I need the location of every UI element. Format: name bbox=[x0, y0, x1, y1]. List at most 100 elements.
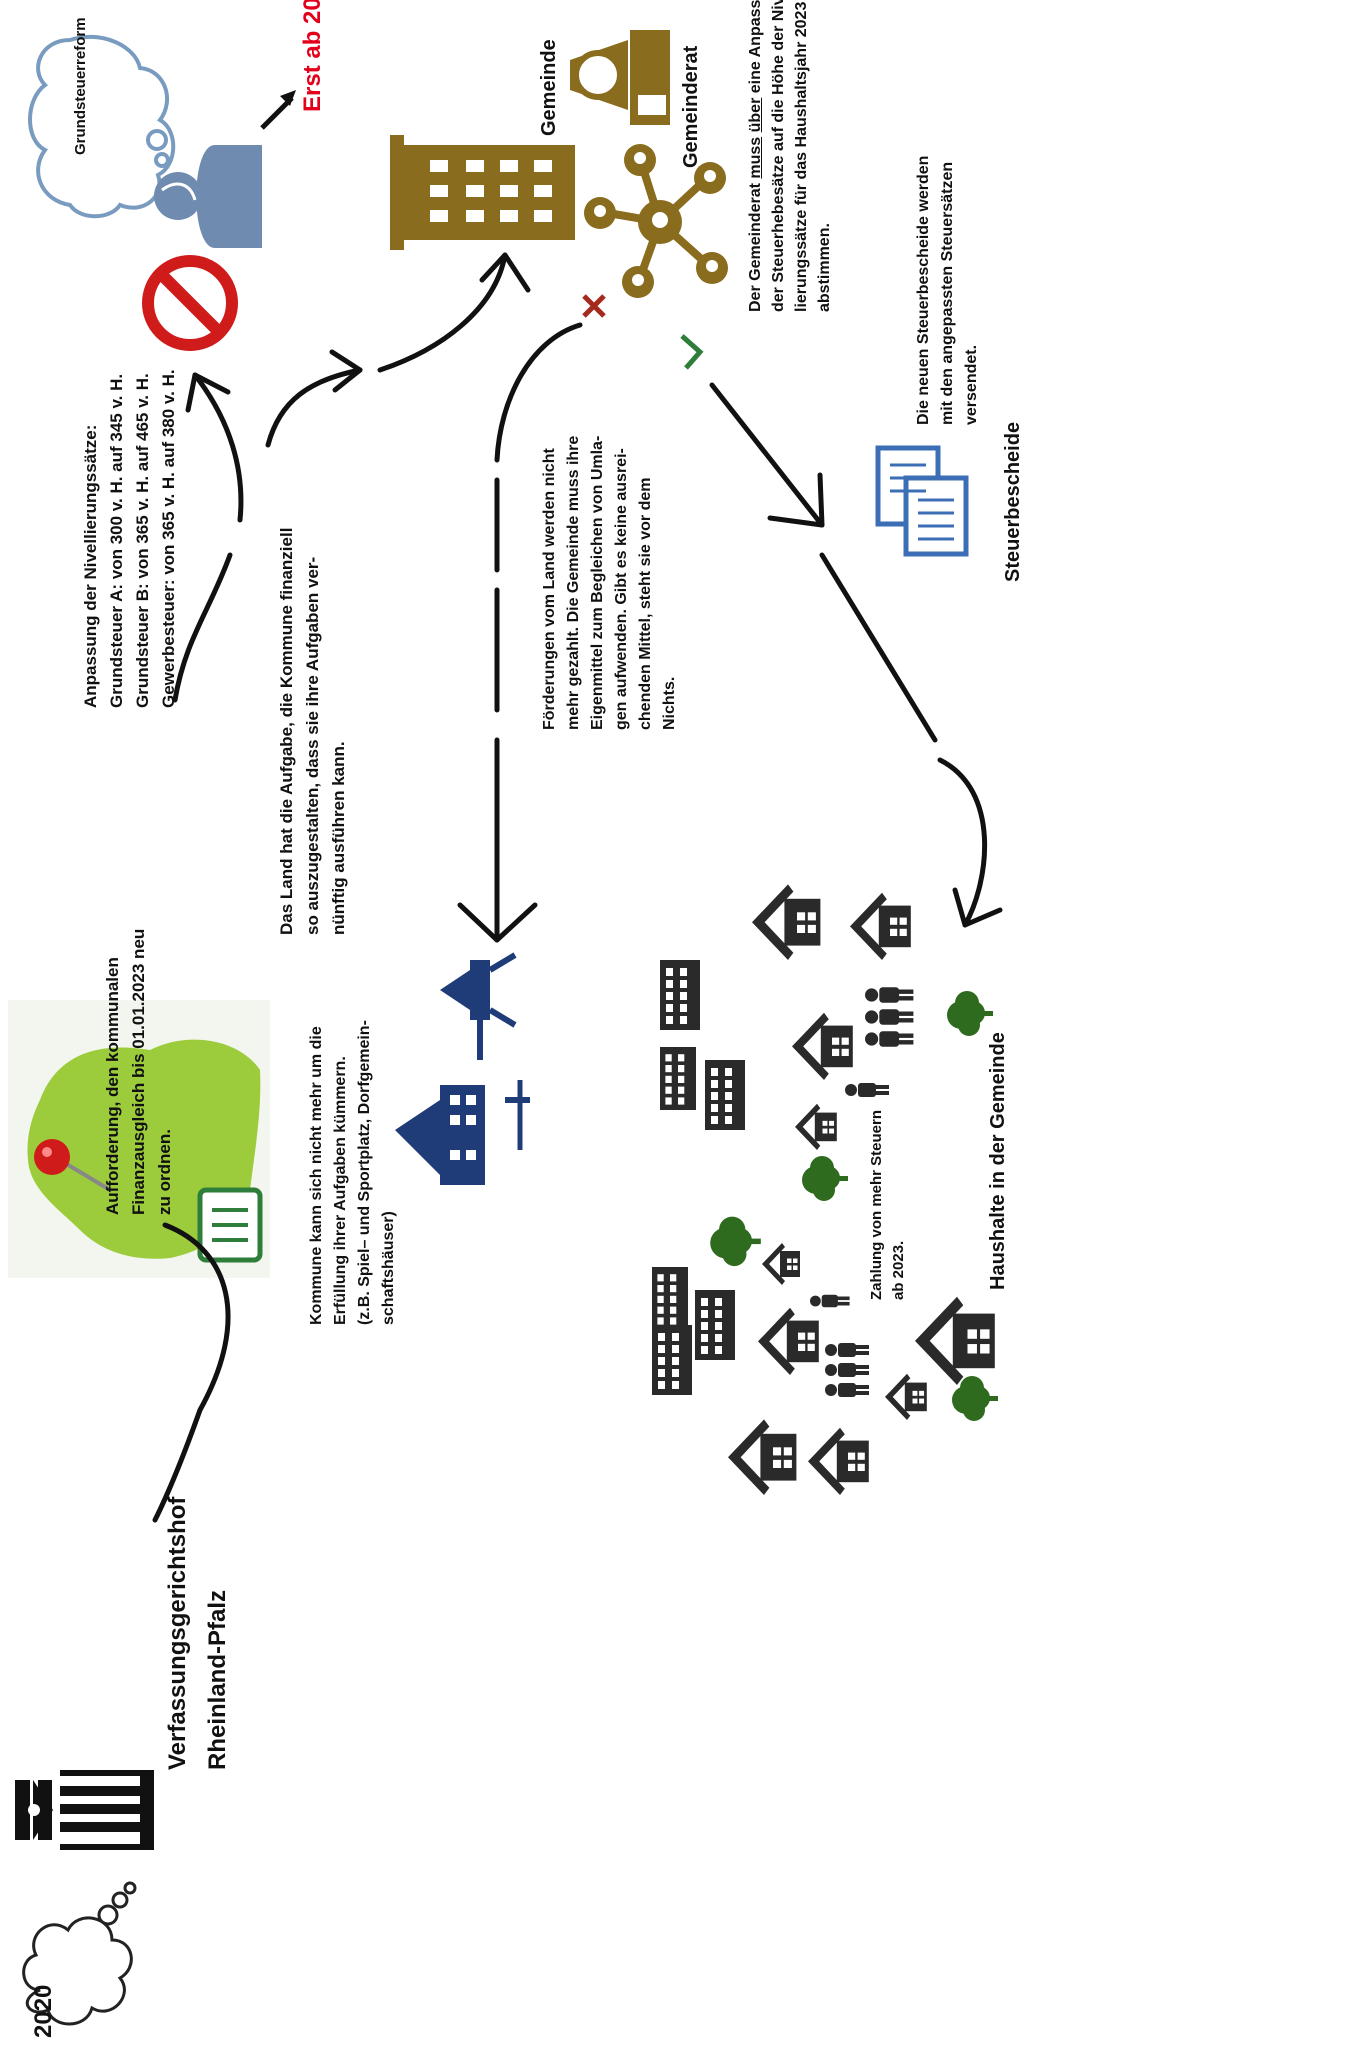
steuerbescheide-info-line: mit den angepassten Steuersätzen bbox=[939, 161, 956, 425]
haushalte-text: Haushalte in der Gemeinde bbox=[987, 1032, 1009, 1290]
house-icon bbox=[752, 884, 821, 960]
house-icon bbox=[728, 1419, 797, 1495]
house-icon bbox=[850, 892, 911, 960]
thought-cloud-icon bbox=[22, 1881, 137, 2026]
gemeinde-label: Gemeinde bbox=[536, 39, 562, 136]
zahlung-line: Zahlung von mehr Steuern bbox=[868, 1109, 885, 1300]
nivellierung-line: Gewerbesteuer: von 365 v. H. auf 380 v. … bbox=[159, 369, 178, 708]
network-people-icon bbox=[584, 144, 728, 298]
house-icon bbox=[795, 1103, 837, 1150]
courthouse-icon bbox=[15, 1770, 154, 1850]
person-bust-icon bbox=[154, 145, 262, 248]
gemeinderat-vote-text: Der Gemeinderat muss über eine Anpassung… bbox=[744, 0, 836, 312]
year-label: 2020 bbox=[28, 1985, 60, 2038]
court-line1: Verfassungsgerichtshof bbox=[164, 1496, 191, 1770]
people-icon bbox=[865, 1009, 914, 1025]
arrow-mid bbox=[265, 367, 363, 448]
gemeinderat-vote-line: der Steuerhebesätze auf die Höhe der Niv… bbox=[770, 0, 787, 312]
kommune-line: schaftshäuser) bbox=[380, 1211, 397, 1325]
steuerbescheide-info-line: versendet. bbox=[963, 344, 980, 425]
land-task-text: Das Land hat die Aufgabe, die Kommune fi… bbox=[274, 528, 352, 935]
foerderung-line: Nichts. bbox=[661, 676, 678, 730]
clipboard-icon bbox=[197, 1187, 263, 1263]
erst-ab-label: Erst ab 2025 bbox=[299, 0, 326, 112]
reform-cloud-label: Grundsteuerreform bbox=[68, 17, 94, 155]
council-member-icon bbox=[570, 30, 670, 125]
land-task-line: so auszugestalten, dass sie ihre Aufgabe… bbox=[303, 556, 322, 935]
reform-cloud-icon bbox=[28, 34, 176, 219]
house-icon bbox=[762, 1243, 800, 1285]
apartment-icon bbox=[660, 1047, 696, 1110]
apartment-icon bbox=[660, 960, 700, 1030]
nivellierung-line: Anpassung der Nivellierungssätze: bbox=[81, 424, 100, 708]
court-line2: Rheinland-Pfalz bbox=[204, 1589, 231, 1770]
court-demand-text: Aufforderung, den kommunalen Finanzausgl… bbox=[100, 929, 178, 1215]
people-icon bbox=[825, 1383, 869, 1397]
arrow-steuerbescheide bbox=[709, 382, 825, 528]
tree-icon bbox=[710, 1216, 761, 1267]
land-task-line: nünftig ausführen kann. bbox=[329, 741, 348, 935]
house-icon bbox=[885, 1373, 927, 1420]
house-icon bbox=[915, 1296, 995, 1385]
haushalte-label: Haushalte in der Gemeinde bbox=[985, 1032, 1011, 1290]
kommune-line: (z.B. Spiel– und Sportplatz, Dorfgemein- bbox=[356, 1020, 373, 1325]
zahlung-line: ab 2023. bbox=[890, 1240, 907, 1300]
kommune-line: Kommune kann sich nicht mehr um die bbox=[308, 1026, 325, 1325]
check-icon bbox=[680, 334, 704, 370]
apartment-icon bbox=[652, 1267, 688, 1330]
foerderung-line: Eigenmittel zum Begleichen von Umla- bbox=[589, 435, 606, 730]
court-demand-line: Finanzausgleich bis 01.01.2023 neu bbox=[129, 928, 148, 1215]
foerderung-line: chenden Mittel, steht sie vor dem bbox=[637, 477, 654, 731]
arrow-prohibition bbox=[192, 372, 244, 523]
foerderung-text: Förderungen vom Land werden nicht mehr g… bbox=[538, 436, 682, 730]
apartment-icon bbox=[695, 1290, 735, 1360]
arrow-erst-ab bbox=[260, 90, 296, 130]
arrow-court bbox=[152, 1222, 231, 1523]
gemeinderat-vote-line: Der Gemeinderat muss über eine Anpassung bbox=[747, 0, 764, 312]
apartment-icon bbox=[652, 1325, 692, 1395]
cross-icon bbox=[582, 294, 606, 318]
prohibition-icon bbox=[142, 255, 238, 351]
house-icon bbox=[792, 1012, 853, 1080]
kommune-line: Erfüllung ihrer Aufgaben kümmern. bbox=[332, 1056, 349, 1325]
foerderung-line: mehr gezahlt. Die Gemeinde muss ihre bbox=[565, 435, 582, 730]
people-icon bbox=[845, 1083, 889, 1097]
apartment-icon bbox=[705, 1060, 745, 1130]
court-demand-line: zu ordnen. bbox=[155, 1129, 174, 1215]
map-icon bbox=[8, 1000, 270, 1278]
steuerbescheide-text: Steuerbescheide bbox=[1002, 421, 1024, 582]
house-icon bbox=[758, 1307, 819, 1375]
people-icon bbox=[865, 987, 914, 1003]
tree-icon bbox=[952, 1376, 998, 1421]
reform-cloud-text: Grundsteuerreform bbox=[72, 17, 89, 155]
nivellierung-line: Grundsteuer A: von 300 v. H. auf 345 v. … bbox=[107, 373, 126, 708]
steuerbescheide-info-text: Die neuen Steuerbescheide werden mit den… bbox=[912, 156, 984, 425]
people-icon bbox=[865, 1031, 914, 1047]
arrow-up-prohibition bbox=[172, 552, 233, 703]
zahlung-text: Zahlung von mehr Steuern ab 2023. bbox=[866, 1110, 910, 1300]
house-cluster-bottom bbox=[652, 1216, 998, 1495]
tree-icon bbox=[947, 991, 993, 1036]
house-cluster-top bbox=[660, 884, 993, 1201]
house-icon bbox=[808, 1427, 869, 1495]
steuerbescheide-info-line: Die neuen Steuerbescheide werden bbox=[915, 155, 932, 425]
nivellierung-line: Grundsteuer B: von 365 v. H. auf 465 v. … bbox=[133, 373, 152, 708]
erst-ab-text: Erst ab 2025 bbox=[299, 0, 326, 112]
nivellierung-text: Anpassung der Nivellierungssätze: Grunds… bbox=[78, 369, 182, 708]
steuerbescheide-label: Steuerbescheide bbox=[1000, 422, 1026, 582]
gemeinderat-text: Gemeinderat bbox=[680, 45, 702, 168]
tree-icon bbox=[802, 1156, 848, 1201]
connectors bbox=[152, 252, 1003, 1523]
arrow-haushalte bbox=[819, 552, 938, 743]
building-icon bbox=[390, 135, 575, 250]
court-demand-line: Aufforderung, den kommunalen bbox=[103, 957, 122, 1215]
community-hall-icon bbox=[395, 1085, 485, 1185]
people-icon bbox=[825, 1343, 869, 1357]
year-text: 2020 bbox=[30, 1984, 57, 2038]
court-label: Verfassungsgerichtshof Rheinland-Pfalz bbox=[158, 1497, 238, 1770]
gemeinderat-vote-line: abstimmen. bbox=[816, 223, 833, 312]
foerderung-line: gen aufwenden. Gibt es keine ausrei- bbox=[613, 448, 630, 730]
playground-icon bbox=[440, 952, 530, 1150]
documents-icon bbox=[875, 445, 969, 557]
